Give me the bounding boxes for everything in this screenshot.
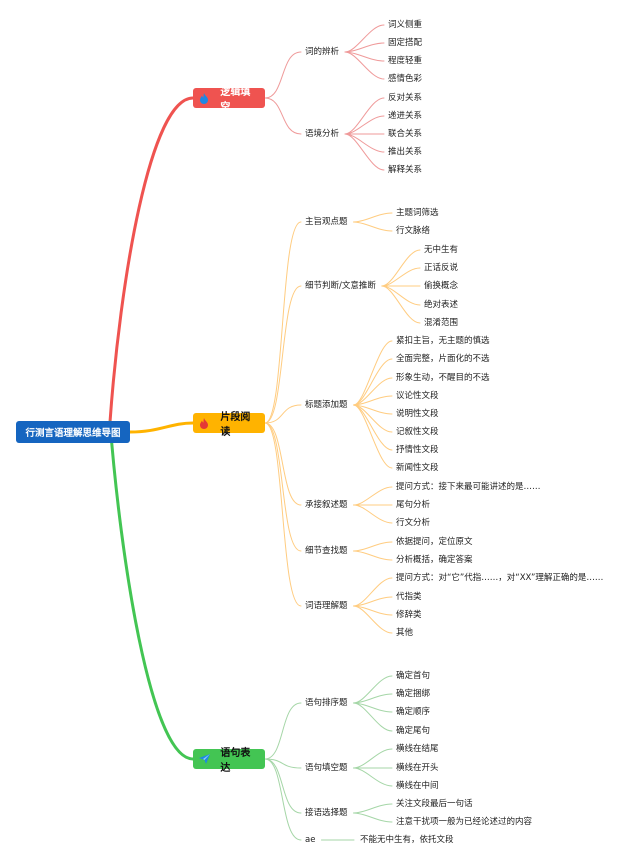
leaf-node[interactable]: 代指类 — [396, 592, 422, 602]
leaf-node[interactable]: 关注文段最后一句话 — [396, 799, 473, 809]
leaf-node[interactable]: 注意干扰项一般为已经论述过的内容 — [396, 817, 533, 827]
leaf-node[interactable]: 新闻性文段 — [396, 463, 439, 473]
leaf-node[interactable]: 横线在开头 — [396, 763, 439, 773]
root-node[interactable]: 行测言语理解思维导图 — [16, 421, 130, 443]
leaf-node[interactable]: 记叙性文段 — [396, 427, 439, 437]
leaf-node[interactable]: 联合关系 — [388, 129, 423, 139]
leaf-node[interactable]: 确定尾句 — [396, 726, 431, 736]
leaf-node[interactable]: 混淆范围 — [424, 318, 459, 328]
leaf-node[interactable]: 反对关系 — [388, 93, 423, 103]
branch-node-sentence-expression[interactable]: 语句表达 — [193, 748, 265, 774]
flame-icon — [199, 417, 216, 429]
sub-topic-node[interactable]: 标题添加题 — [305, 400, 348, 410]
sub-topic-node[interactable]: 接语选择题 — [305, 808, 348, 818]
leaf-node[interactable]: 偷换概念 — [424, 281, 459, 291]
leaf-node[interactable]: 紧扣主旨，无主题的慎选 — [396, 336, 490, 346]
sub-topic-node[interactable]: 语句排序题 — [305, 698, 348, 708]
leaf-node[interactable]: 尾句分析 — [396, 500, 431, 510]
leaf-node[interactable]: 其他 — [396, 628, 414, 638]
leaf-node[interactable]: 抒情性文段 — [396, 445, 439, 455]
leaf-node[interactable]: 全面完整，片面化的不选 — [396, 354, 490, 364]
leaf-node[interactable]: 感情色彩 — [388, 74, 423, 84]
sub-topic-node[interactable]: 细节判断/文意推断 — [305, 281, 376, 291]
sub-topic-node[interactable]: 主旨观点题 — [305, 217, 348, 227]
sub-topic-node[interactable]: 语境分析 — [305, 129, 340, 139]
sub-topic-node[interactable]: 承接叙述题 — [305, 500, 348, 510]
sub-topic-node[interactable]: ae — [305, 835, 316, 845]
leaf-node[interactable]: 议论性文段 — [396, 391, 439, 401]
leaf-node[interactable]: 横线在中间 — [396, 781, 439, 791]
leaf-node[interactable]: 推出关系 — [388, 147, 423, 157]
leaf-node[interactable]: 绝对表述 — [424, 300, 459, 310]
leaf-node[interactable]: 递进关系 — [388, 111, 423, 121]
leaf-node[interactable]: 依据提问，定位原文 — [396, 537, 473, 547]
branch-node-logic-fill[interactable]: 逻辑填空 — [193, 87, 265, 113]
leaf-node[interactable]: 修辞类 — [396, 610, 422, 620]
sub-topic-node[interactable]: 细节查找题 — [305, 546, 348, 556]
leaf-node[interactable]: 正话反说 — [424, 263, 459, 273]
leaf-node[interactable]: 行文脉络 — [396, 226, 431, 236]
branch-node-passage-reading[interactable]: 片段阅读 — [193, 412, 265, 438]
leaf-node[interactable]: 横线在结尾 — [396, 744, 439, 754]
leaf-node[interactable]: 无中生有 — [424, 245, 459, 255]
sub-topic-node[interactable]: 词语理解题 — [305, 601, 348, 611]
leaf-node[interactable]: 行文分析 — [396, 518, 431, 528]
leaf-node[interactable]: 确定捆绑 — [396, 689, 431, 699]
leaf-node[interactable]: 提问方式：接下来最可能讲述的是…… — [396, 482, 541, 492]
leaf-node[interactable]: 主题词筛选 — [396, 208, 439, 218]
leaf-node[interactable]: 分析概括，确定答案 — [396, 555, 473, 565]
leaf-node[interactable]: 词义侧重 — [388, 20, 423, 30]
send-icon — [199, 754, 216, 764]
leaf-node[interactable]: 不能无中生有，依托文段 — [360, 835, 454, 845]
sub-topic-node[interactable]: 词的辨析 — [305, 47, 340, 57]
leaf-node[interactable]: 程度轻重 — [388, 56, 423, 66]
leaf-node[interactable]: 固定搭配 — [388, 38, 423, 48]
flame-icon — [199, 92, 216, 104]
sub-topic-node[interactable]: 语句填空题 — [305, 763, 348, 773]
branch-label: 逻辑填空 — [220, 87, 251, 113]
branch-label: 语句表达 — [220, 748, 251, 774]
leaf-node[interactable]: 形象生动，不醒目的不选 — [396, 373, 490, 383]
leaf-node[interactable]: 说明性文段 — [396, 409, 439, 419]
branch-label: 片段阅读 — [220, 412, 251, 438]
leaf-node[interactable]: 确定顺序 — [396, 707, 431, 717]
leaf-node[interactable]: 解释关系 — [388, 165, 423, 175]
leaf-node[interactable]: 确定首句 — [396, 671, 431, 681]
leaf-node[interactable]: 提问方式：对“它”代指……，对“XX”理解正确的是…… — [396, 573, 604, 583]
